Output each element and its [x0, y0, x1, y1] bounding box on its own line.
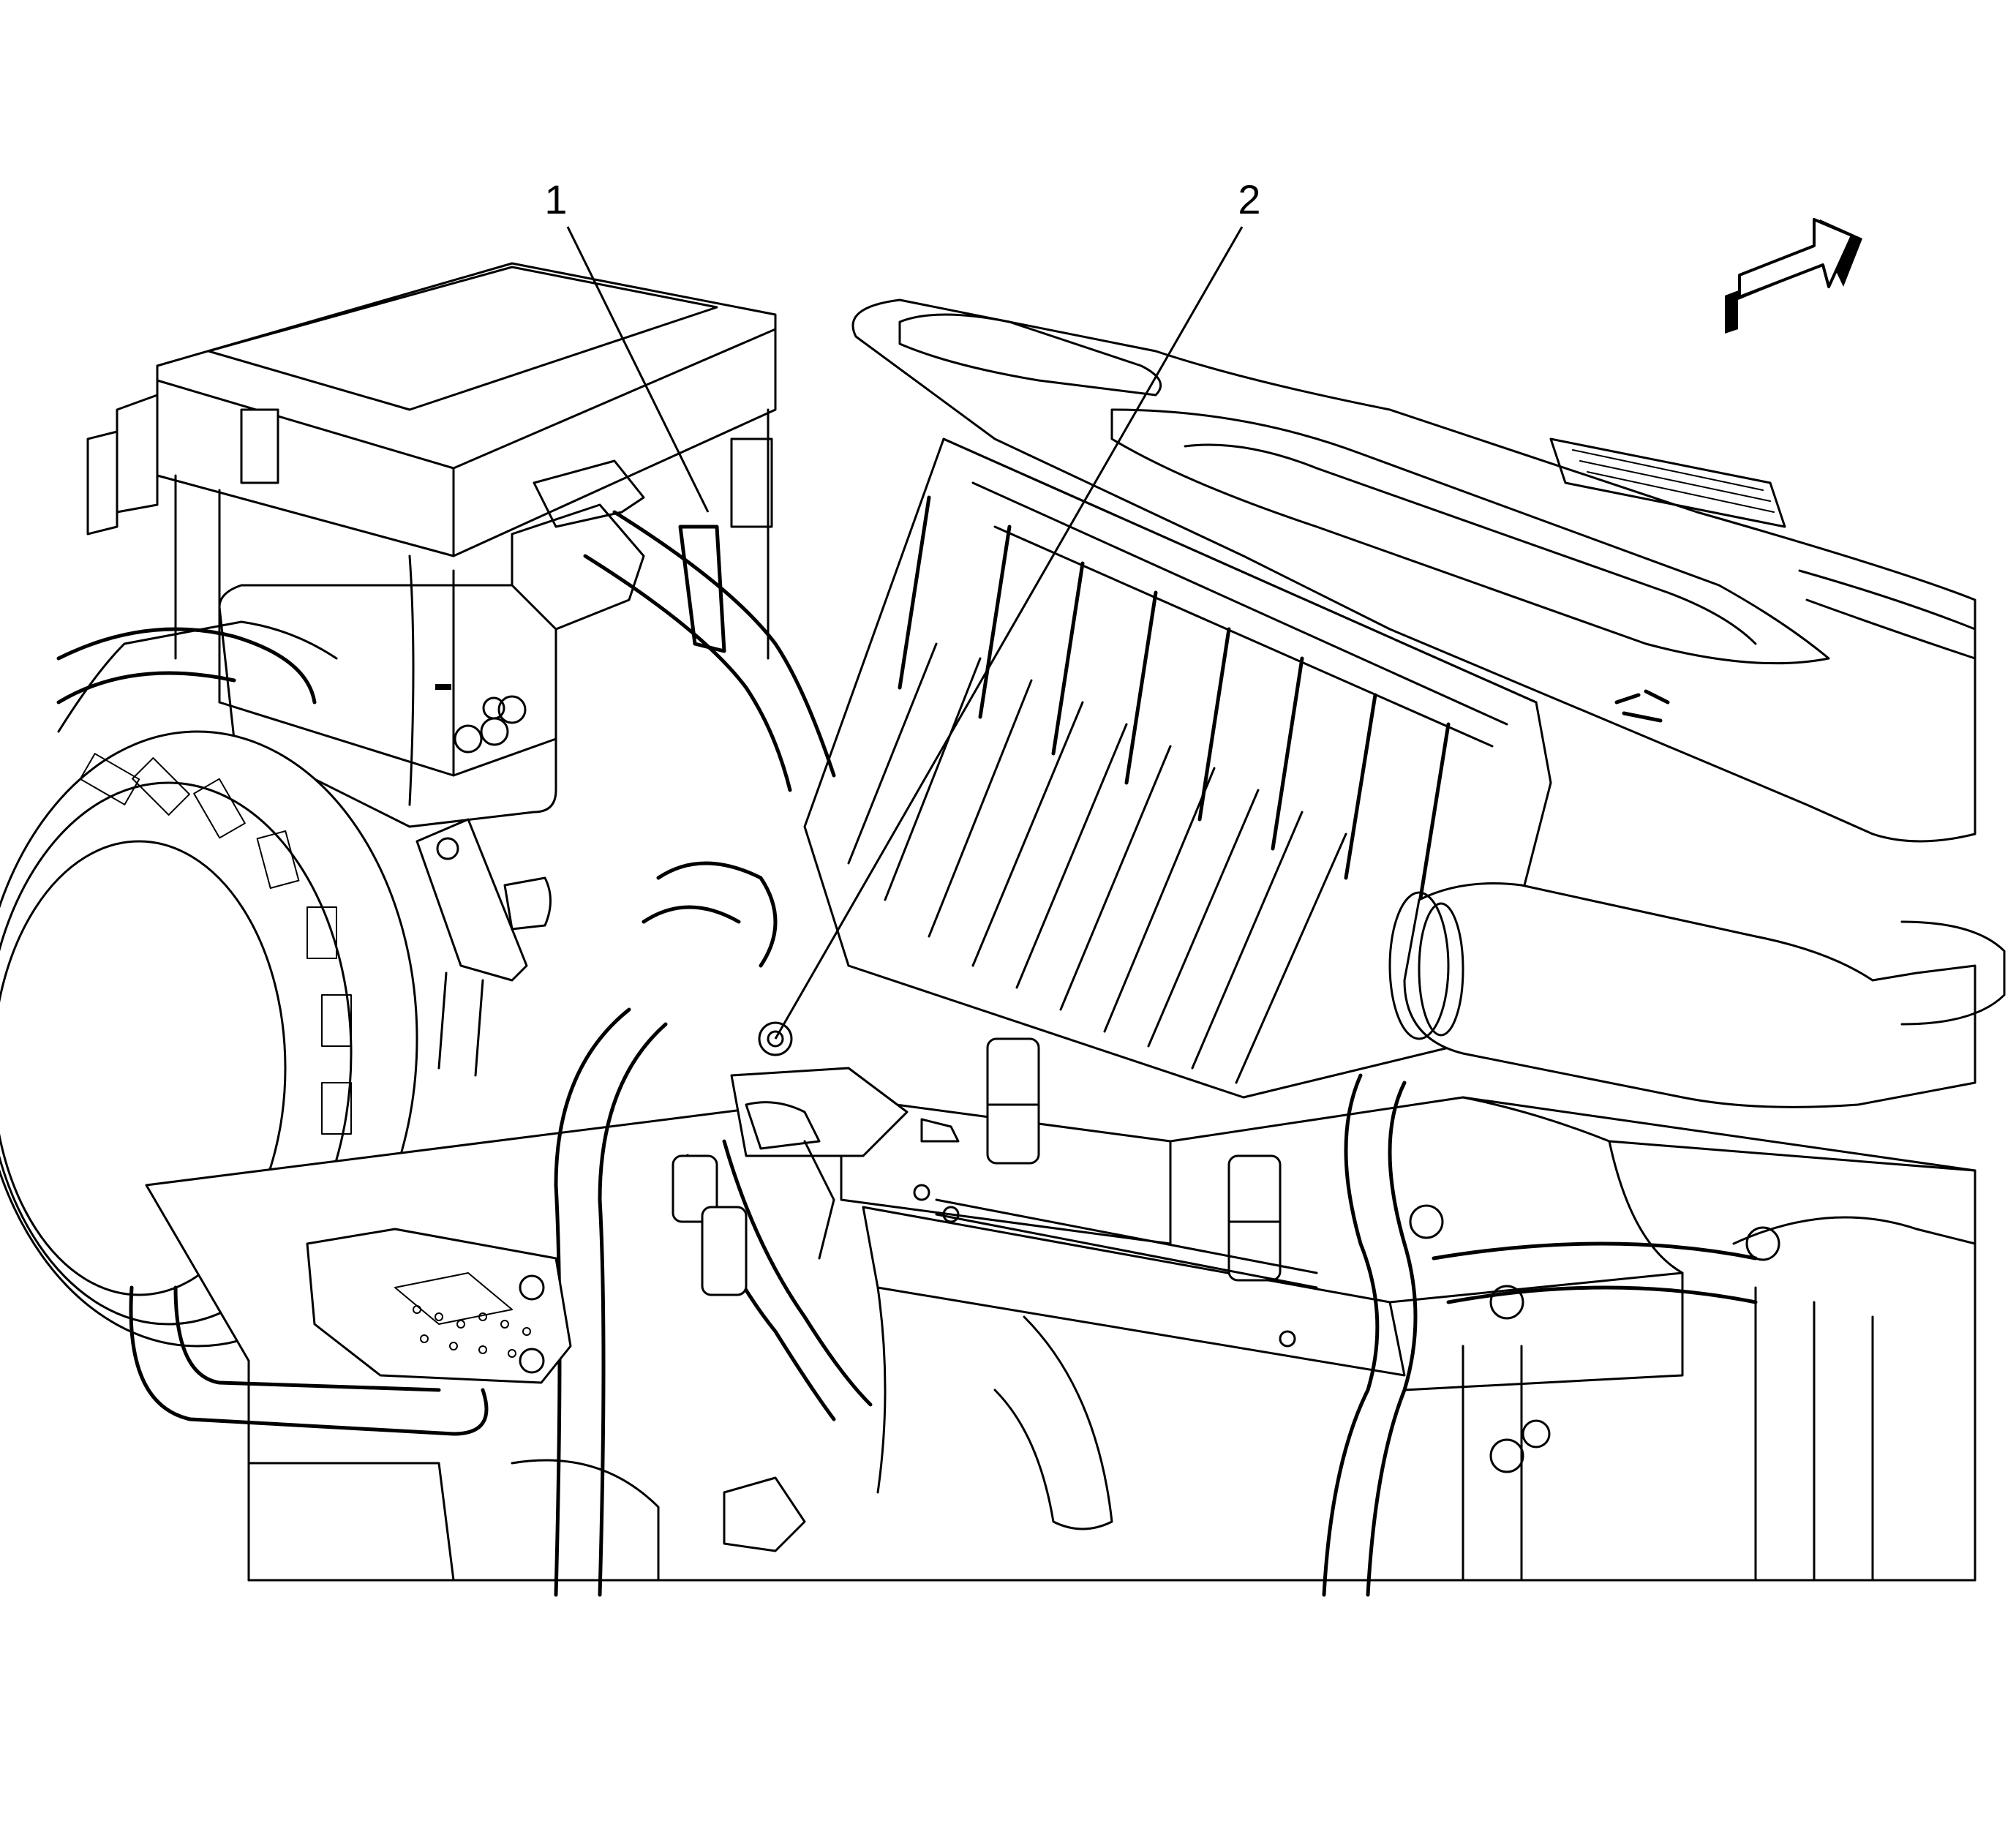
outlet-tube — [1388, 882, 2006, 1108]
callout-1-leader — [566, 226, 710, 513]
callout-1-label: 1 — [544, 176, 567, 222]
forward-direction-arrow-icon — [1725, 218, 1862, 334]
sensor-bracket — [415, 818, 552, 1077]
callout-2-leader — [774, 226, 1244, 1040]
coolant-reservoir — [218, 459, 645, 828]
ribbed-intake-duct — [803, 437, 1552, 1099]
callout-2-label: 2 — [1238, 176, 1260, 222]
bolt-heads — [1409, 1204, 1780, 1473]
callout-1: 1 — [544, 176, 710, 513]
air-cleaner-housing — [851, 298, 1976, 843]
callout-2: 2 — [774, 176, 1261, 1040]
electrical-connector — [306, 1228, 806, 1552]
hoses — [56, 510, 1758, 1597]
